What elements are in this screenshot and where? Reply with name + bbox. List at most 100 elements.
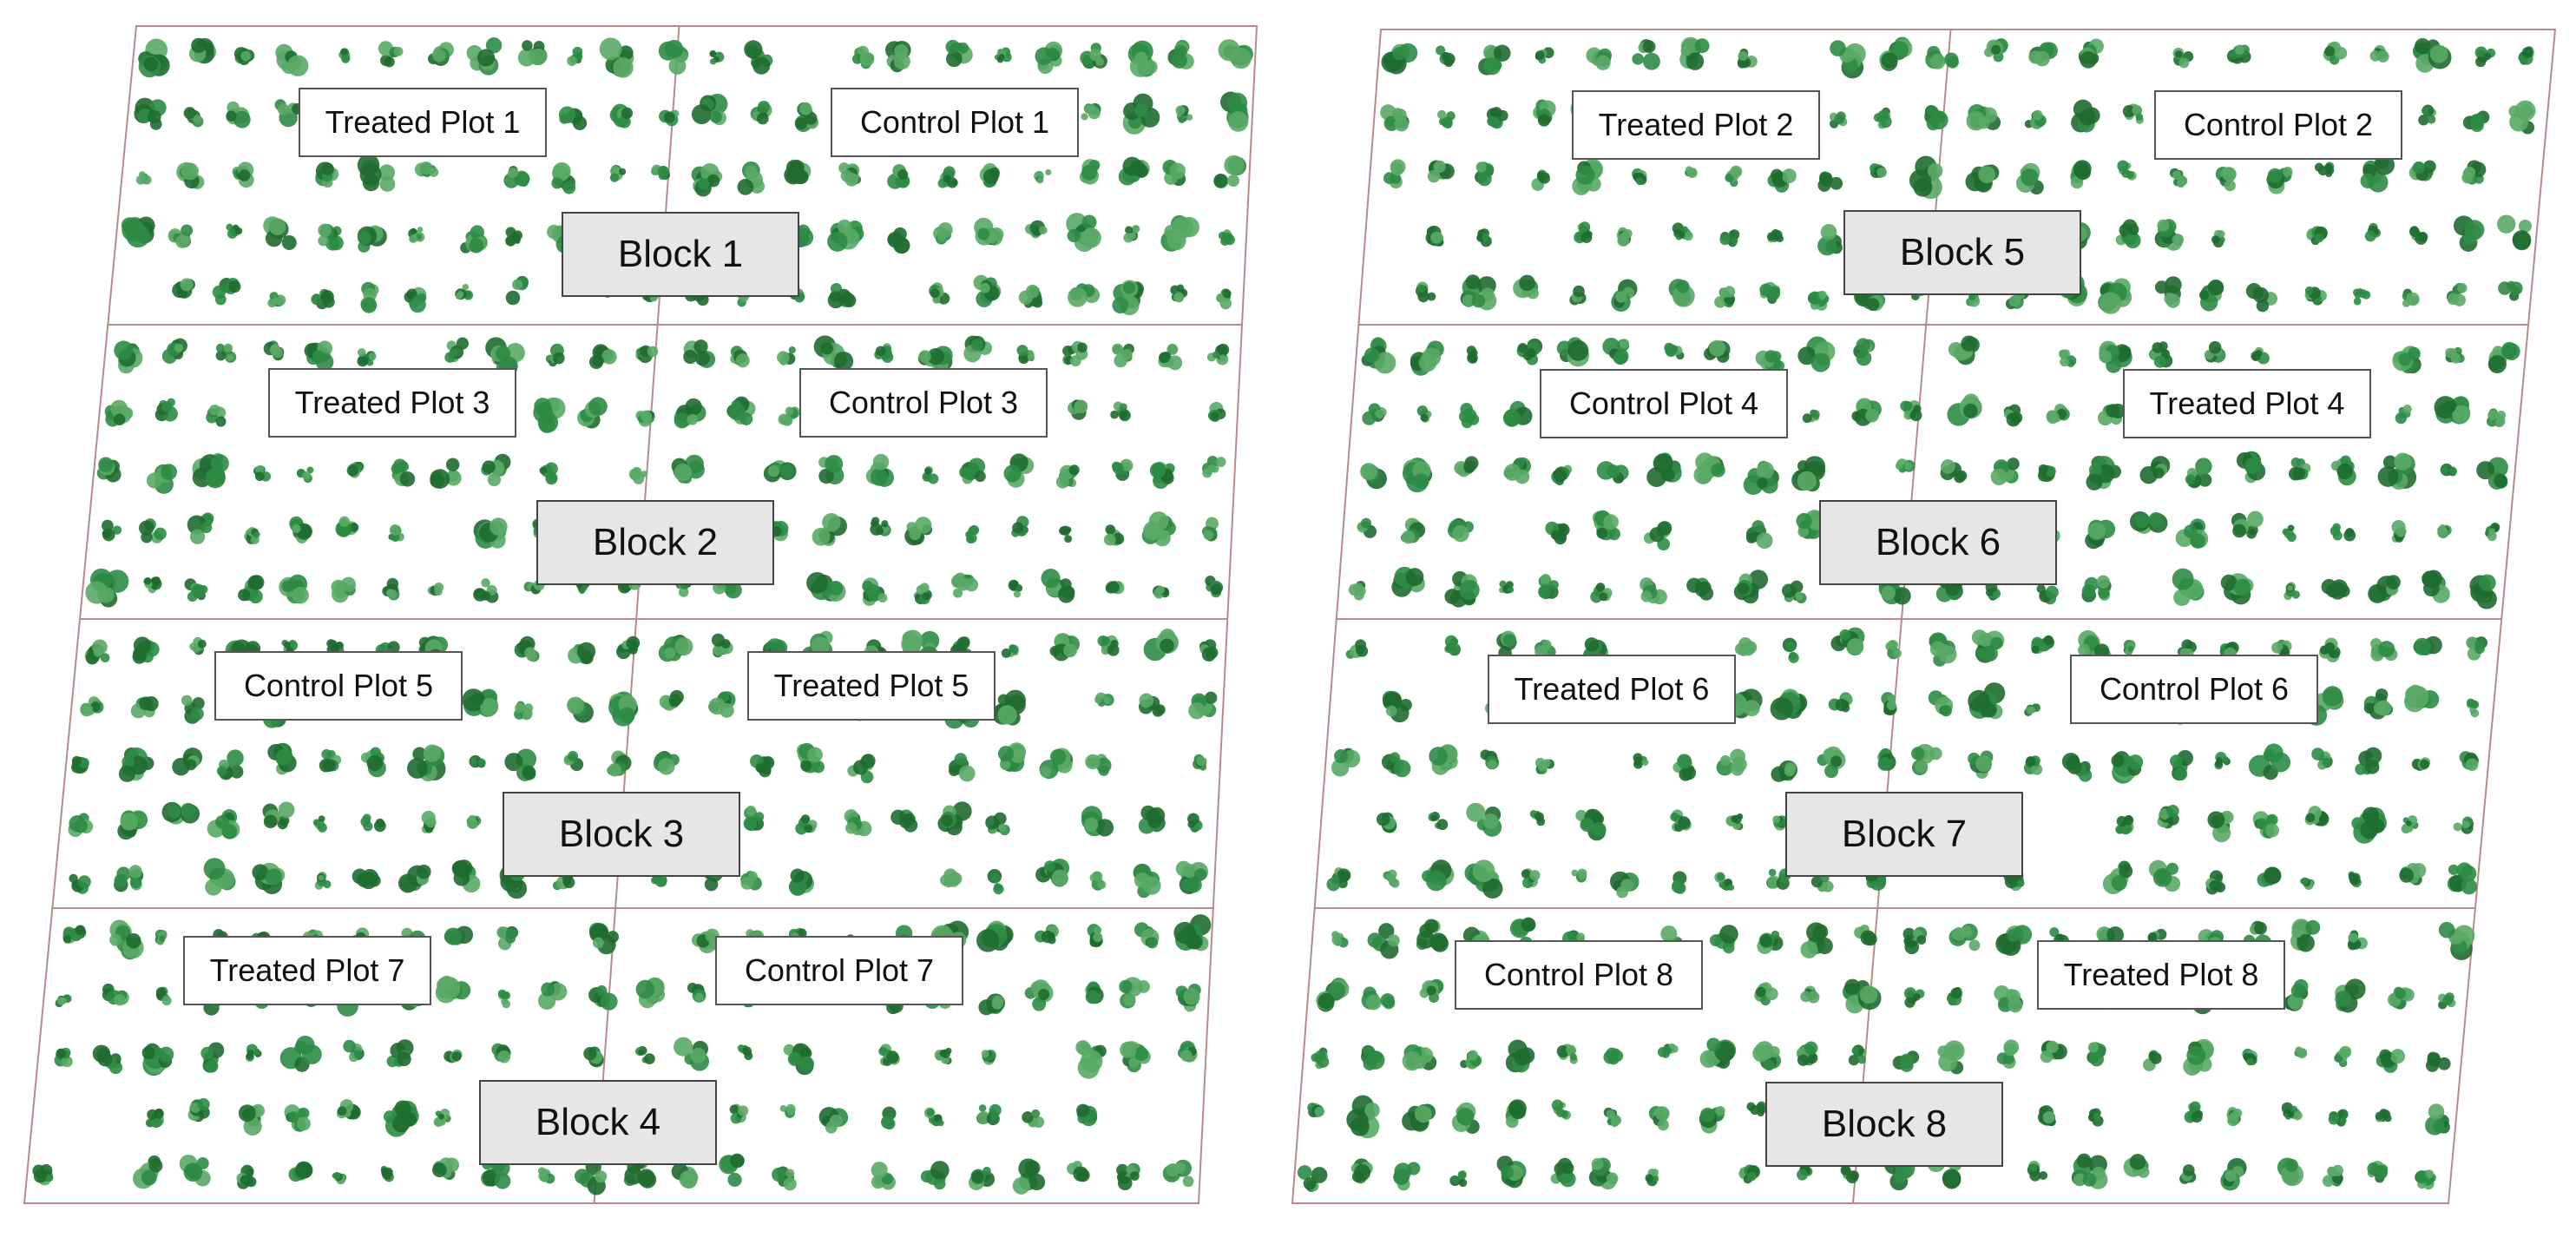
plant	[2418, 104, 2437, 126]
plant	[659, 689, 684, 711]
plant	[2087, 1108, 2104, 1127]
plant	[1120, 1041, 1151, 1073]
plant	[2425, 1051, 2451, 1072]
plant	[671, 454, 705, 484]
plant	[1767, 168, 1797, 193]
plant	[135, 171, 152, 185]
plant	[485, 337, 525, 377]
plant	[1996, 1039, 2020, 1070]
plant	[1881, 692, 1897, 716]
plant	[794, 102, 819, 132]
plant	[1081, 806, 1114, 837]
plant	[1828, 692, 1853, 713]
plant	[2351, 807, 2387, 844]
plant	[913, 583, 932, 605]
plant	[2081, 575, 2112, 603]
plant	[1664, 342, 1685, 360]
plant	[959, 458, 986, 484]
plant	[2154, 219, 2185, 251]
plant	[1994, 985, 2023, 1013]
plant	[658, 635, 693, 662]
plant	[1133, 863, 1161, 899]
plot-label: Treated Plot 4	[2123, 369, 2371, 438]
plant	[1062, 340, 1088, 367]
plant	[1632, 39, 1660, 70]
plant	[709, 49, 725, 65]
plant	[2123, 640, 2136, 655]
plant	[1454, 456, 1479, 477]
plant	[2335, 978, 2366, 1013]
plant	[1024, 220, 1048, 239]
plant	[1796, 1041, 1818, 1066]
plant	[155, 986, 172, 1006]
plant	[2215, 167, 2237, 192]
plant	[1075, 1040, 1107, 1079]
plant	[407, 744, 446, 781]
plant	[1080, 43, 1107, 69]
plant	[296, 466, 314, 484]
plant	[319, 748, 342, 773]
plant	[2304, 286, 2327, 306]
plant	[481, 453, 511, 487]
plant	[978, 993, 1006, 1016]
plant	[96, 457, 122, 483]
plant	[2288, 457, 2311, 481]
plant	[346, 461, 365, 478]
plant	[1693, 452, 1725, 484]
plant	[2445, 346, 2465, 364]
plant	[1842, 978, 1882, 1014]
plant	[1331, 747, 1361, 777]
plant	[2251, 346, 2270, 365]
plant	[1307, 1103, 1325, 1117]
plant	[2184, 1101, 2204, 1123]
plant	[563, 750, 584, 772]
plant	[1357, 517, 1377, 538]
plant	[2368, 575, 2401, 603]
plant	[206, 405, 227, 427]
plant	[2170, 749, 2193, 781]
plant	[2036, 584, 2059, 605]
plant	[558, 106, 588, 131]
plant	[1122, 93, 1160, 135]
plant	[2376, 1049, 2406, 1073]
plant	[1381, 43, 1418, 75]
plant	[588, 984, 618, 1011]
plant	[2242, 1048, 2257, 1066]
block-label: Block 1	[562, 212, 799, 297]
plant	[1556, 1044, 1578, 1064]
plant	[2363, 688, 2394, 720]
plot-label: Control Plot 1	[831, 88, 1079, 157]
block-label: Block 4	[479, 1080, 717, 1165]
plant	[2440, 463, 2457, 477]
plant	[154, 929, 168, 945]
plant	[444, 1049, 463, 1063]
plant	[491, 1043, 511, 1063]
plant	[1383, 869, 1400, 888]
plant	[1041, 569, 1075, 603]
plant	[1079, 159, 1101, 185]
plant	[2214, 751, 2231, 770]
plant	[1885, 640, 1902, 660]
plant	[778, 406, 800, 426]
plant	[1059, 525, 1073, 543]
plant	[1545, 521, 1570, 545]
plant	[141, 1043, 174, 1077]
plant	[1716, 748, 1747, 776]
plant	[2252, 811, 2279, 839]
plant	[1016, 345, 1035, 365]
plant	[1428, 812, 1449, 831]
plant	[2148, 859, 2181, 892]
plot-label: Treated Plot 3	[268, 368, 516, 438]
plant	[1311, 1047, 1330, 1070]
plant	[538, 981, 568, 1010]
plant	[2220, 1157, 2247, 1191]
plant	[1853, 338, 1876, 366]
plant	[1402, 1044, 1437, 1071]
plant	[2334, 1045, 2352, 1068]
plant	[545, 343, 565, 367]
plant	[1422, 859, 1455, 892]
plant	[922, 466, 939, 484]
plant	[1791, 456, 1826, 492]
plant	[551, 161, 576, 194]
plant	[2437, 992, 2456, 1010]
